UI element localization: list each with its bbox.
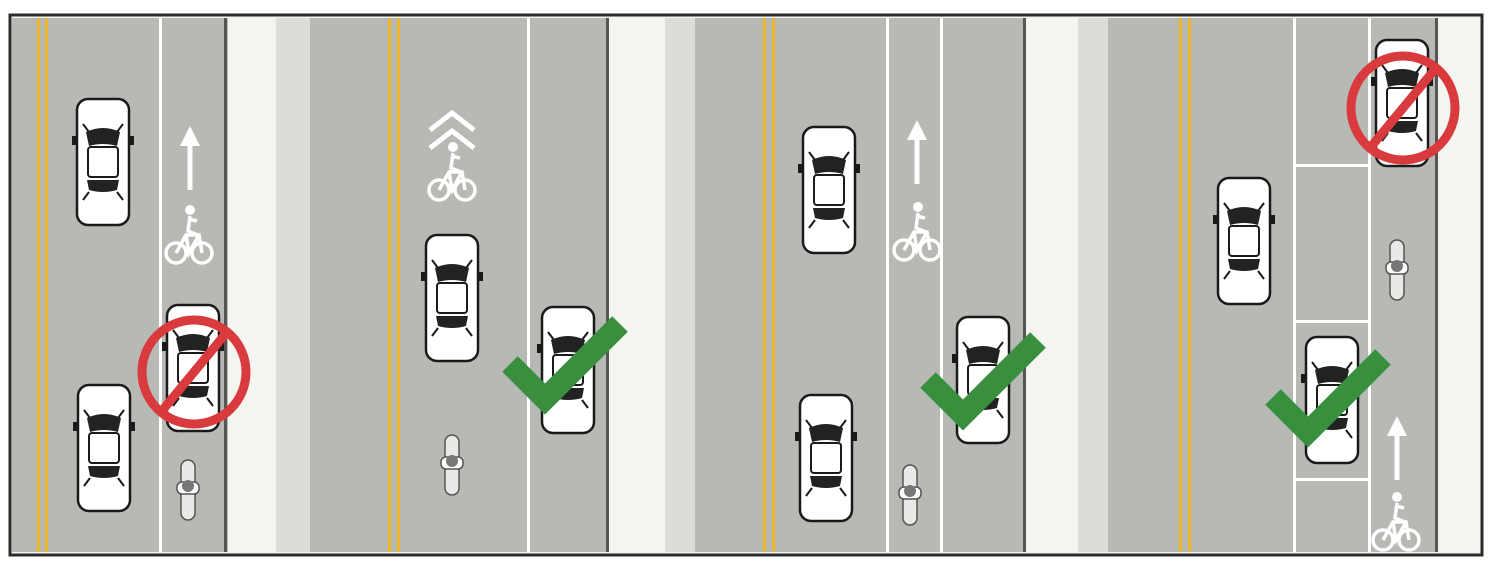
- lane-line: [940, 18, 943, 552]
- bike-lane-line: [159, 18, 162, 552]
- car: [795, 395, 857, 521]
- center-line: [763, 18, 766, 552]
- car: [798, 127, 860, 253]
- bike-lane-line: [886, 18, 889, 552]
- cyclist: [899, 465, 921, 525]
- sidewalk: [609, 18, 665, 552]
- car: [1213, 178, 1275, 304]
- parking-stall-line: [1293, 320, 1371, 323]
- panel-1: [12, 18, 310, 552]
- curb: [606, 18, 609, 552]
- panel-4: [1108, 18, 1480, 552]
- car: [73, 385, 135, 511]
- sidewalk-edge: [276, 18, 310, 552]
- parking-lane-line: [1368, 18, 1371, 552]
- cyclist: [177, 460, 199, 520]
- center-line: [37, 18, 40, 552]
- cyclist: [441, 435, 463, 495]
- car: [72, 99, 134, 225]
- lane-line: [527, 18, 530, 552]
- panel-2: [310, 18, 695, 552]
- curb: [1435, 18, 1438, 552]
- center-line: [772, 18, 775, 552]
- sidewalk-edge: [1078, 18, 1108, 552]
- sidewalk: [1026, 18, 1078, 552]
- center-line: [1188, 18, 1191, 552]
- sidewalk: [228, 18, 276, 552]
- sidewalk: [1438, 18, 1480, 552]
- panel-3: [695, 18, 1108, 552]
- center-line: [1179, 18, 1182, 552]
- cyclist: [1386, 240, 1408, 300]
- sidewalk-edge: [665, 18, 695, 552]
- road-surface: [695, 18, 1025, 552]
- center-line: [388, 18, 391, 552]
- curb: [224, 18, 227, 552]
- curb: [1023, 18, 1026, 552]
- parking-stall-line: [1293, 164, 1371, 167]
- car: [421, 235, 483, 361]
- center-line: [45, 18, 48, 552]
- parking-stall-line: [1293, 478, 1371, 481]
- parking-lane-line: [1293, 18, 1296, 552]
- center-line: [397, 18, 400, 552]
